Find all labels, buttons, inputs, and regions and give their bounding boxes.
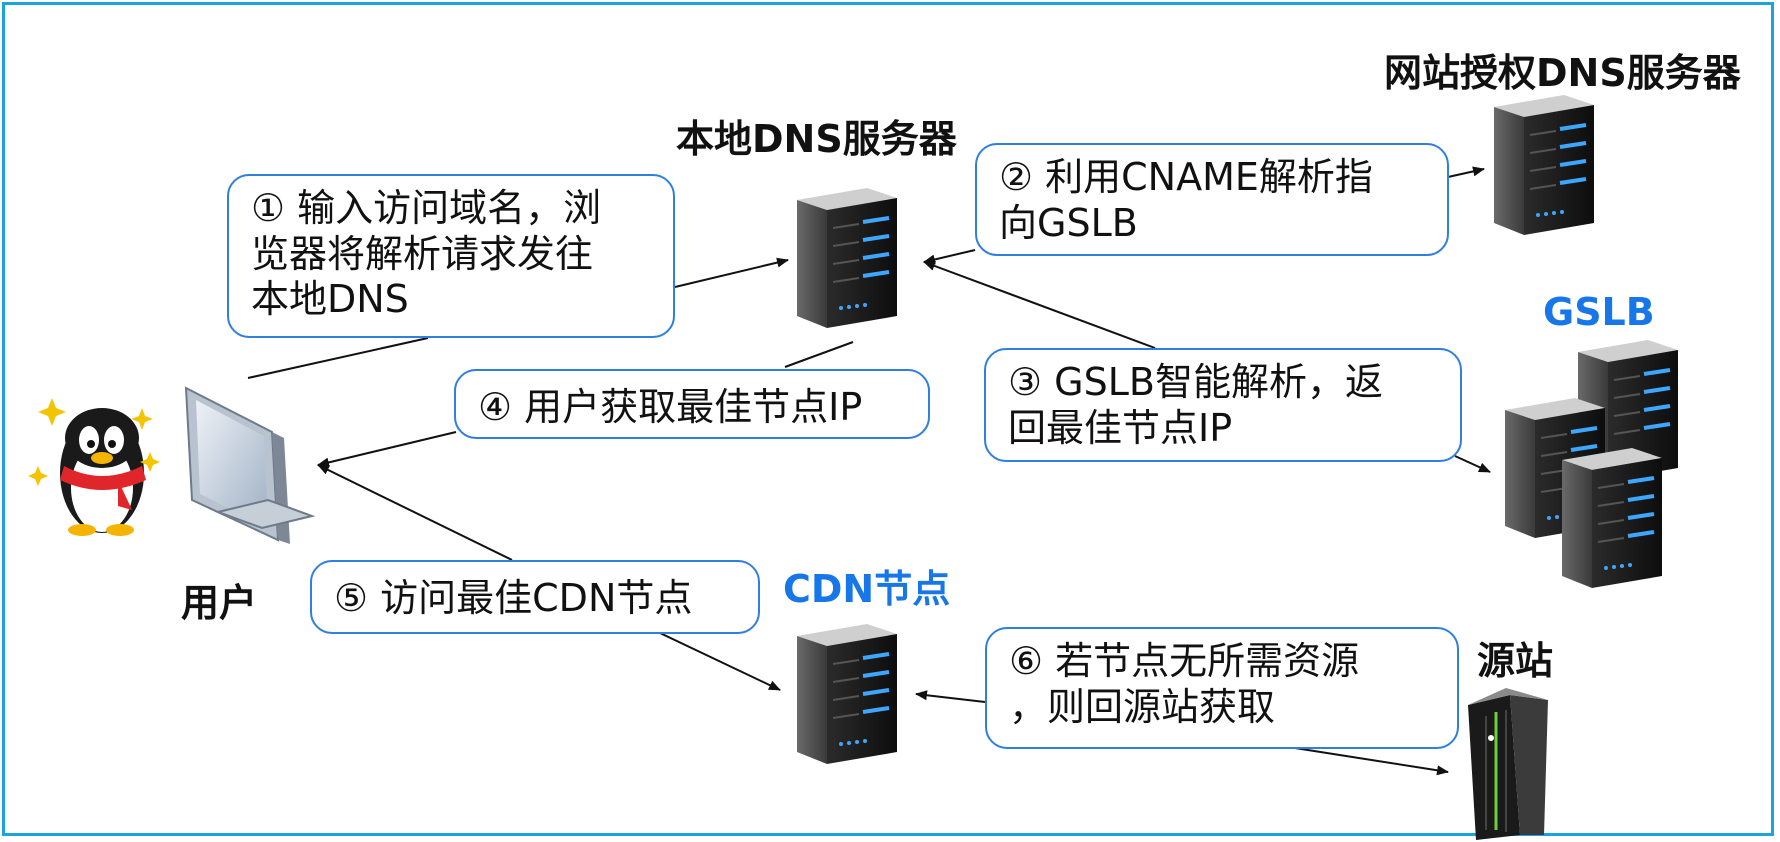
arrow-step1 bbox=[674, 257, 789, 288]
gslb-label: GSLB bbox=[1543, 290, 1655, 334]
cdn-node-server-icon bbox=[795, 622, 899, 766]
step-4-bubble: ④ 用户获取最佳节点IP bbox=[454, 369, 930, 439]
line-step3-to-gslb bbox=[1454, 455, 1491, 473]
line-step6-to-origin bbox=[1294, 747, 1449, 776]
line-local-to-step4 bbox=[784, 341, 854, 368]
step-5-bubble: ⑤ 访问最佳CDN节点 bbox=[310, 560, 760, 634]
auth-dns-label: 网站授权DNS服务器 bbox=[1384, 51, 1741, 95]
arrow-step4 bbox=[317, 431, 457, 468]
origin-label: 源站 bbox=[1477, 639, 1554, 683]
arrow-step6 bbox=[915, 690, 986, 703]
step-2-bubble: ② 利用CNAME解析指 向GSLB bbox=[975, 143, 1449, 256]
step-1-bubble: ① 输入访问域名，浏 览器将解析请求发往 本地DNS bbox=[227, 174, 675, 338]
local-dns-label: 本地DNS服务器 bbox=[676, 117, 957, 161]
arrow-step3 bbox=[923, 261, 1156, 349]
gslb-server-icon-3 bbox=[1560, 446, 1664, 590]
step-3-bubble: ③ GSLB智能解析，返 回最佳节点IP bbox=[984, 348, 1462, 462]
origin-server-rack-icon bbox=[1468, 688, 1548, 840]
local-dns-server-icon bbox=[795, 186, 899, 330]
monitor-icon bbox=[184, 386, 316, 544]
line-step5-to-cdn bbox=[659, 632, 781, 691]
arrow-step5 bbox=[317, 464, 513, 561]
auth-dns-server-icon bbox=[1492, 93, 1596, 237]
step-6-bubble: ⑥ 若节点无所需资源 ，则回源站获取 bbox=[985, 627, 1459, 749]
arrow-step2-to-local bbox=[923, 249, 976, 265]
line-user-to-bubble1 bbox=[247, 337, 429, 379]
cdn-node-label: CDN节点 bbox=[783, 567, 951, 611]
user-label: 用户 bbox=[181, 581, 258, 625]
arrow-step2-to-auth bbox=[1447, 166, 1485, 178]
penguin-mascot-icon bbox=[28, 398, 160, 536]
